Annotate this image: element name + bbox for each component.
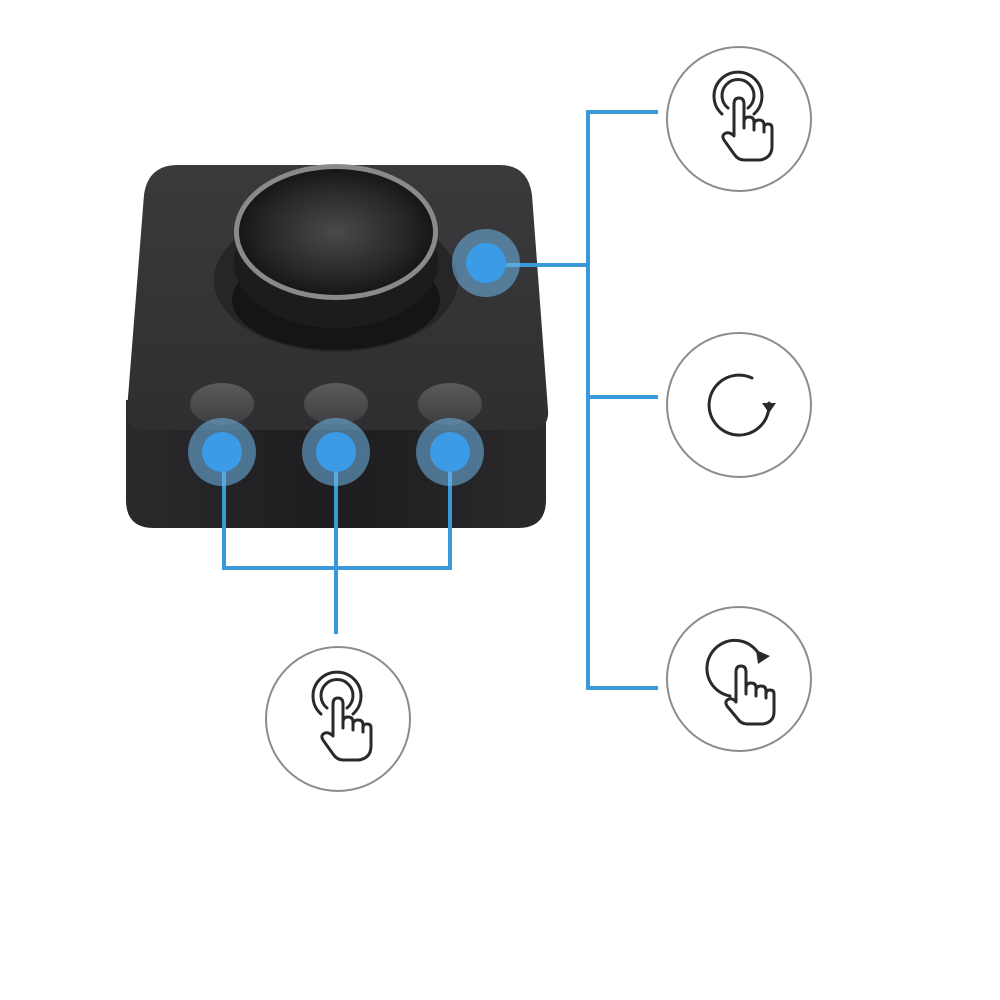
button-middle-top[interactable] [304,383,368,425]
knob-press-icon-circle [666,46,812,192]
hand-tap-icon [712,70,774,162]
button-middle-marker [316,432,356,472]
button-left-top[interactable] [190,383,254,425]
hand-tap-icon [311,670,373,762]
knob-rotate-icon-circle [666,332,812,478]
button-press-icon-circle [265,646,411,792]
button-left-marker [202,432,242,472]
knob-press-rotate-icon-circle [666,606,812,752]
knob-top[interactable] [239,169,433,295]
rotate-clockwise-icon [707,373,776,437]
hand-rotate-icon [705,638,776,726]
button-right-top[interactable] [418,383,482,425]
device [126,164,549,528]
markers [188,229,520,486]
button-right-marker [430,432,470,472]
knob-marker [466,243,506,283]
